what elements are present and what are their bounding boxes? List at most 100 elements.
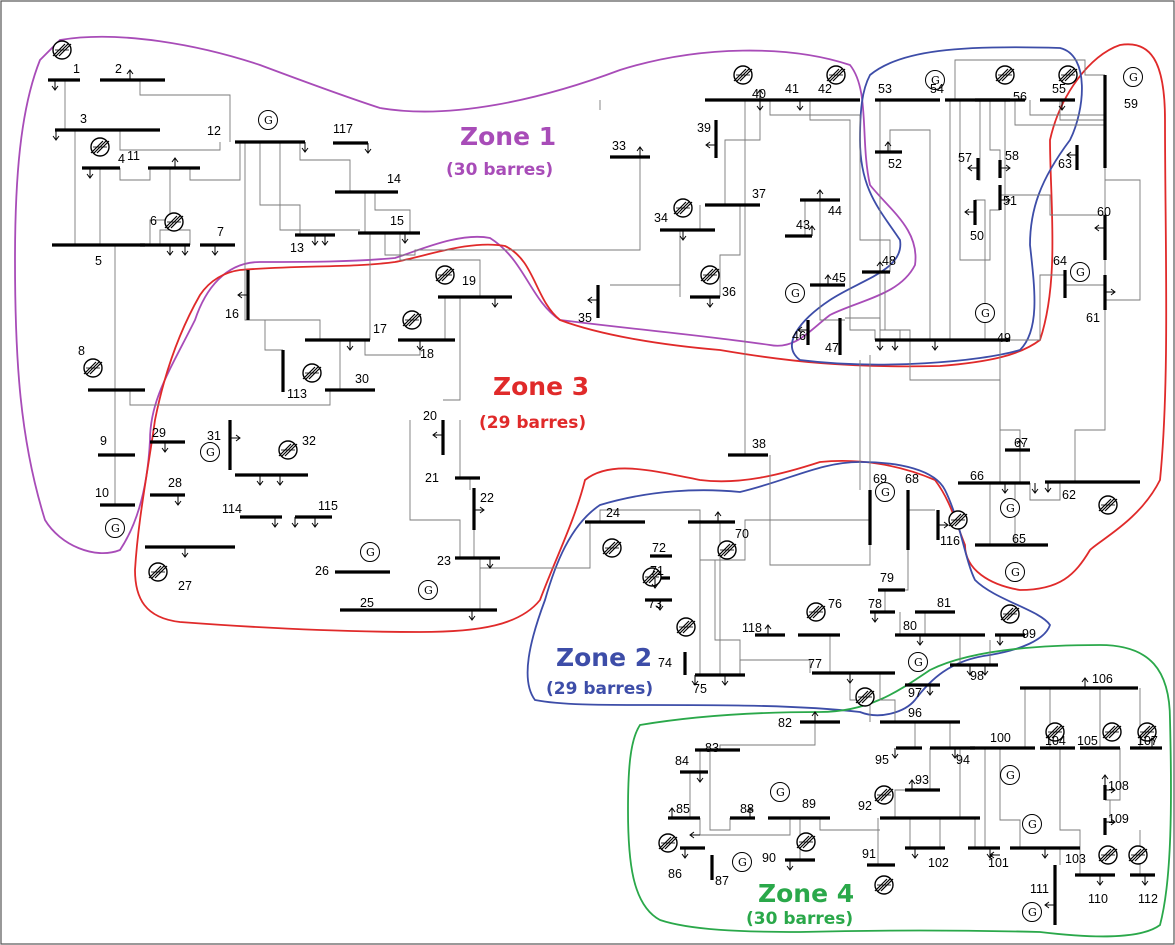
generator-symbol: G xyxy=(1028,906,1037,919)
condenser-icon xyxy=(658,833,678,853)
buses-layer xyxy=(48,75,1162,925)
load-arrow-icon xyxy=(938,521,949,529)
generator-circle-icon: G xyxy=(258,110,278,130)
bus-label-73: 73 xyxy=(648,597,662,611)
load-arrow-icon xyxy=(989,851,1000,859)
branch-line-15 xyxy=(299,142,351,192)
branch-line-26 xyxy=(443,297,461,401)
generator-circle-icon: G xyxy=(1022,814,1042,834)
branch-line-76 xyxy=(909,340,1001,483)
load-arrow-icon xyxy=(1041,848,1049,859)
bus-label-94: 94 xyxy=(956,753,970,767)
generator-symbol: G xyxy=(1011,566,1020,579)
load-arrow-icon xyxy=(706,297,714,308)
bus-label-30: 30 xyxy=(355,372,369,386)
load-arrow-icon xyxy=(230,434,241,442)
load-arrow-icon xyxy=(1148,737,1156,748)
bus-label-39: 39 xyxy=(697,121,711,135)
branch-line-67 xyxy=(1105,179,1141,301)
load-arrow-icon xyxy=(491,297,499,308)
branch-line-6 xyxy=(119,130,221,151)
bus-label-107: 107 xyxy=(1137,734,1158,748)
load-arrow-icon xyxy=(1000,196,1011,204)
condenser-icon xyxy=(602,538,622,558)
branch-line-61 xyxy=(954,59,1105,100)
load-arrow-icon xyxy=(824,274,832,285)
branch-line-11 xyxy=(149,168,171,245)
bus-label-95: 95 xyxy=(875,753,889,767)
bus-label-78: 78 xyxy=(868,597,882,611)
load-arrow-icon xyxy=(996,635,1004,646)
bus-label-99: 99 xyxy=(1022,627,1036,641)
load-arrow-icon xyxy=(871,612,879,623)
branch-line-40 xyxy=(719,205,741,297)
bus-label-69: 69 xyxy=(873,472,887,486)
load-arrow-icon xyxy=(951,748,959,759)
load-arrow-icon xyxy=(811,711,819,722)
load-arrow-icon xyxy=(681,848,689,859)
condenser-icon xyxy=(733,65,753,85)
bus-label-35: 35 xyxy=(578,311,592,325)
bus-label-68: 68 xyxy=(905,472,919,486)
load-arrow-icon xyxy=(311,235,319,246)
bus-label-71: 71 xyxy=(650,564,664,578)
bus-label-59: 59 xyxy=(1124,97,1138,111)
branch-line-63 xyxy=(1000,194,1105,216)
load-arrow-icon xyxy=(908,779,916,790)
branch-line-31 xyxy=(409,420,461,558)
load-arrow-icon xyxy=(1001,483,1009,494)
branch-line-73 xyxy=(1074,310,1106,482)
load-arrow-icon xyxy=(1066,151,1077,159)
load-arrow-icon xyxy=(126,69,134,80)
bus-label-104: 104 xyxy=(1045,734,1066,748)
generator-circle-icon: G xyxy=(360,542,380,562)
load-arrow-icon xyxy=(884,141,892,152)
bus-label-77: 77 xyxy=(808,657,822,671)
load-arrow-icon xyxy=(1105,786,1116,794)
bus-label-7: 7 xyxy=(217,225,224,239)
condenser-icon xyxy=(874,785,894,805)
bus-label-88: 88 xyxy=(740,802,754,816)
load-arrow-icon xyxy=(679,230,687,241)
bus-label-22: 22 xyxy=(480,491,494,505)
bus-label-15: 15 xyxy=(390,214,404,228)
bus-label-63: 63 xyxy=(1058,157,1072,171)
bus-label-40: 40 xyxy=(752,87,766,101)
bus-label-87: 87 xyxy=(715,874,729,888)
generator-circle-icon: G xyxy=(200,442,220,462)
zone-1-boundary xyxy=(14,35,917,555)
load-arrow-icon xyxy=(1096,875,1104,886)
bus-label-45: 45 xyxy=(832,271,846,285)
load-arrow-icon xyxy=(291,517,299,528)
branch-line-14 xyxy=(279,142,360,231)
load-arrow-icon xyxy=(808,225,816,236)
bus-label-72: 72 xyxy=(652,541,666,555)
bus-label-91: 91 xyxy=(862,847,876,861)
branch-line-22 xyxy=(264,319,321,351)
condenser-icon xyxy=(278,440,298,460)
bus-label-56: 56 xyxy=(1013,90,1027,104)
generator-circle-icon: G xyxy=(1123,67,1143,87)
condenser-icon xyxy=(435,265,455,285)
load-arrow-icon xyxy=(211,245,219,256)
generator-symbol: G xyxy=(738,856,747,869)
zone-3-boundary xyxy=(134,43,1168,633)
bus-label-6: 6 xyxy=(150,214,157,228)
bus-label-110: 110 xyxy=(1088,892,1108,906)
condenser-icon xyxy=(1098,845,1118,865)
load-arrow-icon xyxy=(256,475,264,486)
load-arrow-icon xyxy=(468,610,476,621)
load-arrow-icon xyxy=(181,245,189,256)
bus-label-62: 62 xyxy=(1062,488,1076,502)
branch-line-72 xyxy=(1029,483,1061,501)
load-arrow-icon xyxy=(756,89,764,100)
bus-label-33: 33 xyxy=(612,139,626,153)
load-arrow-icon xyxy=(271,517,279,528)
bus-label-26: 26 xyxy=(315,564,329,578)
generator-circle-icon: G xyxy=(770,782,790,802)
load-arrow-icon xyxy=(171,157,179,168)
bus-label-96: 96 xyxy=(908,706,922,720)
bus-label-50: 50 xyxy=(970,229,984,243)
generator-circle-icon: G xyxy=(1070,262,1090,282)
